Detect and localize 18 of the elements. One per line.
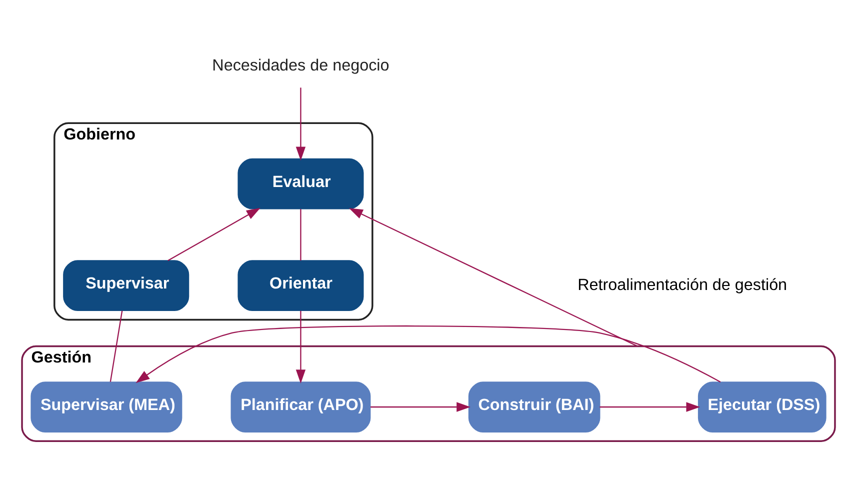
node-box: Planificar (APO) xyxy=(230,382,371,432)
edge-label: Retroalimentación de gestión xyxy=(578,276,788,294)
node-box: Orientar xyxy=(238,260,364,312)
arrow xyxy=(136,325,721,384)
arrow xyxy=(296,310,306,384)
arrow xyxy=(296,88,306,161)
connector xyxy=(300,209,302,261)
arrow xyxy=(600,402,700,412)
arrow xyxy=(348,208,638,347)
arrow xyxy=(370,402,470,412)
node-text: Necesidades de negocio xyxy=(212,56,390,75)
node-box: Construir (BAI) xyxy=(468,382,600,432)
node-box: Ejecutar (DSS) xyxy=(698,382,826,432)
node-box: Evaluar xyxy=(238,158,364,210)
arrow xyxy=(168,208,260,262)
node-box: Supervisar (MEA) xyxy=(30,382,182,432)
connector xyxy=(110,310,123,382)
node-box: Supervisar xyxy=(63,260,190,312)
